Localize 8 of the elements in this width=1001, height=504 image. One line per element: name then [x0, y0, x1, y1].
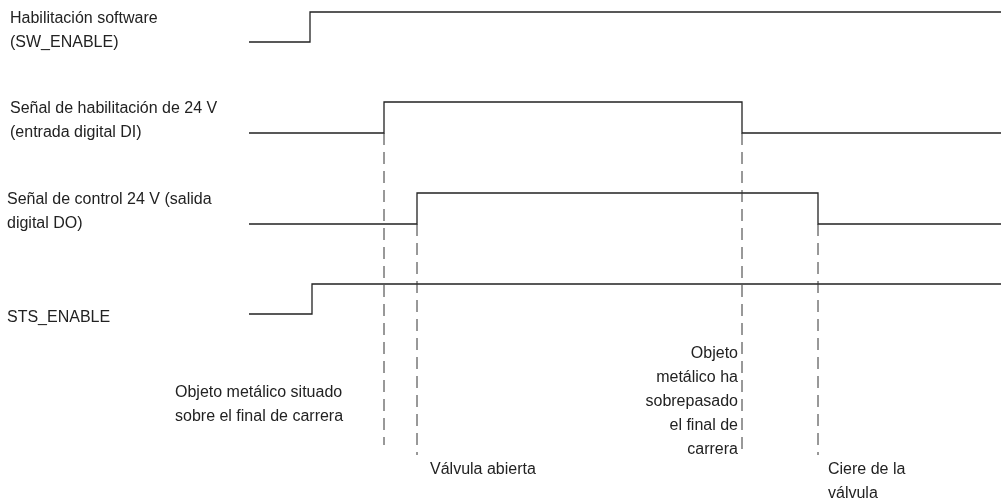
event-label: Objeto metálico ha sobrepasado el final de carrera — [644, 343, 738, 459]
signal-name: Habilitación software (SW_ENABLE) — [10, 8, 159, 52]
event-label: Válvula abierta — [430, 459, 537, 479]
signal-name: Señal de habilitación de 24 V (entrada digital DI) — [10, 98, 219, 142]
signal-name: Señal de control 24 V (salida digital DO) — [7, 189, 213, 233]
event-label: Objeto metálico situado sobre el final de carrera — [175, 382, 345, 426]
signal-name: STS_ENABLE — [7, 307, 112, 327]
event-label: Ciere de la válvula — [828, 459, 907, 503]
